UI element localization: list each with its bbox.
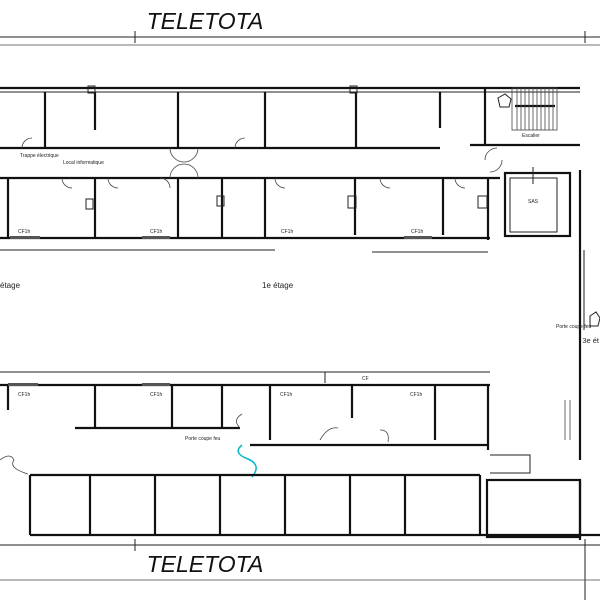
extinguisher-icon xyxy=(497,93,512,108)
room-label: Trappe électrique xyxy=(20,153,59,159)
stair-icon xyxy=(511,87,558,131)
extinguisher-icon xyxy=(589,311,600,327)
room-label: 3e ét xyxy=(582,336,600,345)
cf-label: CF1h xyxy=(281,229,293,235)
cf-label: CF1h xyxy=(280,392,292,398)
upper-wing: CF1h CF1h CF1h CF1h Trappe électrique Lo… xyxy=(0,85,580,290)
sas-room xyxy=(503,171,572,238)
cf-label: CF1h xyxy=(150,229,162,235)
floor-label: étage xyxy=(0,281,21,290)
accent-path xyxy=(237,444,257,478)
stair-label: Escalier xyxy=(522,133,540,139)
cf-label: CF xyxy=(362,376,369,382)
bottom-title: TELETOTA xyxy=(147,551,264,577)
cf-label: CF1h xyxy=(150,392,162,398)
cf-label: CF1h xyxy=(18,392,30,398)
door-label: Porte coupe feu xyxy=(556,324,592,330)
lower-wing: CF Porte coupe feu CF1h CF1h CF1h C xyxy=(0,371,600,540)
cf-label: CF1h xyxy=(410,392,422,398)
door-label: Porte coupe feu xyxy=(185,436,221,442)
floor-label: 1e étage xyxy=(262,281,294,290)
room-label: Local informatique xyxy=(63,160,104,166)
cf-label: CF1h xyxy=(411,229,423,235)
sas-label: SAS xyxy=(528,199,539,205)
cf-label: CF1h xyxy=(18,229,30,235)
top-title: TELETOTA xyxy=(147,8,264,34)
